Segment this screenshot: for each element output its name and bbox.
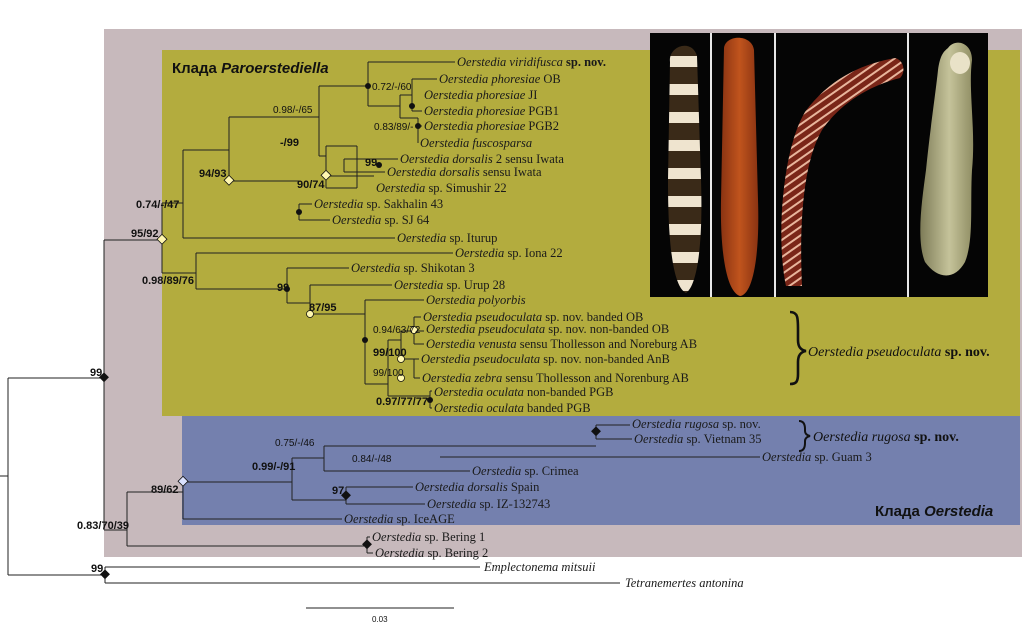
- node-99-100a: [397, 355, 405, 363]
- node-094: [410, 326, 418, 334]
- node-phoresiae: [365, 83, 371, 89]
- support-label: 0.98/89/76: [142, 275, 194, 287]
- taxon-label: Oerstedia sp. Iona 22: [455, 246, 563, 260]
- red-ringed-worm-photo: [781, 58, 904, 286]
- taxon-label: Oerstedia zebra sensu Thollesson and Nor…: [422, 371, 689, 385]
- support-label: 89/62: [151, 484, 179, 496]
- node-oerstedia: [177, 475, 189, 487]
- taxon-label: Oerstedia sp. Simushir 22: [376, 181, 507, 195]
- pseudoculata-brace: [789, 310, 807, 386]
- support-label: 0.94/63/72: [373, 325, 421, 336]
- scale-bar-label: 0.03: [372, 615, 388, 624]
- orange-worm-photo: [720, 37, 759, 297]
- support-label: -/99: [280, 137, 299, 149]
- taxon-label: Oerstedia venusta sensu Thollesson and N…: [426, 337, 697, 351]
- taxon-label: Oerstedia phoresiae OB: [439, 72, 561, 86]
- taxon-label: Oerstedia sp. Iturup: [397, 231, 497, 245]
- taxon-label: Oerstedia phoresiae JI: [424, 88, 537, 102]
- node-94-93: [223, 174, 235, 186]
- support-label: 99: [277, 282, 289, 294]
- node-97: [341, 490, 351, 501]
- node-87-95: [306, 310, 314, 318]
- support-label: 90/74: [297, 179, 325, 191]
- taxon-label: Oerstedia oculata non-banded PGB: [434, 385, 614, 399]
- taxon-label: Oerstedia sp. Vietnam 35: [634, 432, 762, 446]
- taxon-label: Oerstedia phoresiae PGB1: [424, 104, 559, 118]
- rugosa-brace-group: Oerstedia rugosa sp. nov.: [798, 420, 959, 452]
- node-paroerstediella: [156, 233, 168, 245]
- pseudoculata-brace-group: Oerstedia pseudoculata sp. nov.: [789, 310, 990, 386]
- taxon-label: Oerstedia phoresiae PGB2: [424, 119, 559, 133]
- taxon-label: Oerstedia polyorbis: [426, 293, 526, 307]
- support-label: 99: [91, 563, 103, 575]
- support-label: 0.83/70/39: [77, 520, 129, 532]
- support-label: 0.83/89/-: [374, 122, 413, 133]
- pseudoculata-brace-label: Oerstedia pseudoculata sp. nov.: [808, 345, 990, 360]
- oerstedia-clade-title: Клада Oerstedia: [875, 503, 993, 520]
- support-label: 0.98/-/65: [273, 105, 313, 116]
- taxon-label: Oerstedia viridifusca sp. nov.: [457, 55, 606, 69]
- support-label: 97: [332, 485, 344, 497]
- taxon-label: Oerstedia sp. SJ 64: [332, 213, 430, 227]
- node-dorsalis: [376, 162, 382, 168]
- support-label: 95/92: [131, 228, 159, 240]
- taxon-label: Oerstedia rugosa sp. nov.: [632, 417, 761, 431]
- taxon-label: Oerstedia pseudoculata sp. nov. non-band…: [426, 322, 669, 336]
- support-label: 94/93: [199, 168, 227, 180]
- taxon-label: Oerstedia sp. Crimea: [472, 464, 579, 478]
- taxon-label: Oerstedia sp. Urup 28: [394, 278, 505, 292]
- taxon-label: Oerstedia oculata banded PGB: [434, 401, 591, 415]
- taxon-label: Oerstedia sp. Guam 3: [762, 450, 872, 464]
- taxon-label: Oerstedia dorsalis 2 sensu Iwata: [400, 152, 564, 166]
- taxon-label: Tetranemertes antonina: [625, 576, 744, 590]
- support-label: 0.72/-/60: [372, 82, 412, 93]
- node-root: [99, 372, 109, 383]
- taxon-label: Oerstedia dorsalis sensu Iwata: [387, 165, 542, 179]
- greenish-worm-photo: [920, 42, 974, 276]
- taxon-label: Oerstedia sp. Bering 2: [375, 546, 488, 560]
- support-label: 0.97/77/77: [376, 396, 428, 408]
- scale-bar: 0.03: [306, 607, 454, 624]
- taxon-label: Oerstedia pseudoculata sp. nov. banded O…: [423, 310, 643, 324]
- node-90-74: [320, 169, 332, 181]
- taxon-label: Oerstedia dorsalis Spain: [415, 480, 540, 494]
- node-oculata: [427, 397, 433, 403]
- node-urup: [284, 286, 290, 292]
- support-label: 0.75/-/46: [275, 438, 315, 449]
- node-rugosa: [591, 426, 601, 437]
- support-label: 99: [90, 367, 102, 379]
- support-label: 0.99/-/91: [252, 461, 295, 473]
- support-label: 99/100: [373, 347, 407, 359]
- tree-nodes: [99, 83, 601, 580]
- rugosa-brace-label: Oerstedia rugosa sp. nov.: [813, 430, 959, 445]
- node-polyorbis: [362, 337, 368, 343]
- taxon-label: Emplectonema mitsuii: [483, 560, 596, 574]
- taxon-label: Oerstedia sp. Shikotan 3: [351, 261, 475, 275]
- rugosa-brace: [798, 420, 811, 452]
- taxon-label: Oerstedia sp. Sakhalin 43: [314, 197, 443, 211]
- node-pgb: [415, 123, 421, 129]
- node-phoresiae-sub: [409, 103, 415, 109]
- node-99-100b: [397, 374, 405, 382]
- banded-worm-photo: [668, 45, 702, 293]
- support-values: 0.72/-/60 0.98/-/65 0.83/89/- -/99 99 94…: [77, 82, 428, 575]
- taxon-label: Oerstedia fuscosparsa: [420, 136, 532, 150]
- support-label: 0.84/-/48: [352, 454, 392, 465]
- taxon-label: Oerstedia pseudoculata sp. nov. non-band…: [421, 352, 670, 366]
- support-label: 99: [365, 157, 377, 169]
- taxon-label: Oerstedia sp. Bering 1: [372, 530, 485, 544]
- support-label: 87/95: [309, 302, 337, 314]
- paroerstediella-clade-title: Клада Paroerstediella: [172, 60, 329, 77]
- taxon-label: Oerstedia sp. IZ-132743: [427, 497, 550, 511]
- node-sakhalin: [296, 209, 302, 215]
- specimen-photo-panel: [650, 33, 988, 297]
- taxon-label: Oerstedia sp. IceAGE: [344, 512, 455, 526]
- oerstedia-clade-box: [182, 416, 1020, 525]
- support-label: 0.74/-/47: [136, 199, 179, 211]
- support-label: 99/100: [373, 368, 404, 379]
- taxon-labels: Oerstedia viridifusca sp. nov. Oerstedia…: [314, 55, 872, 590]
